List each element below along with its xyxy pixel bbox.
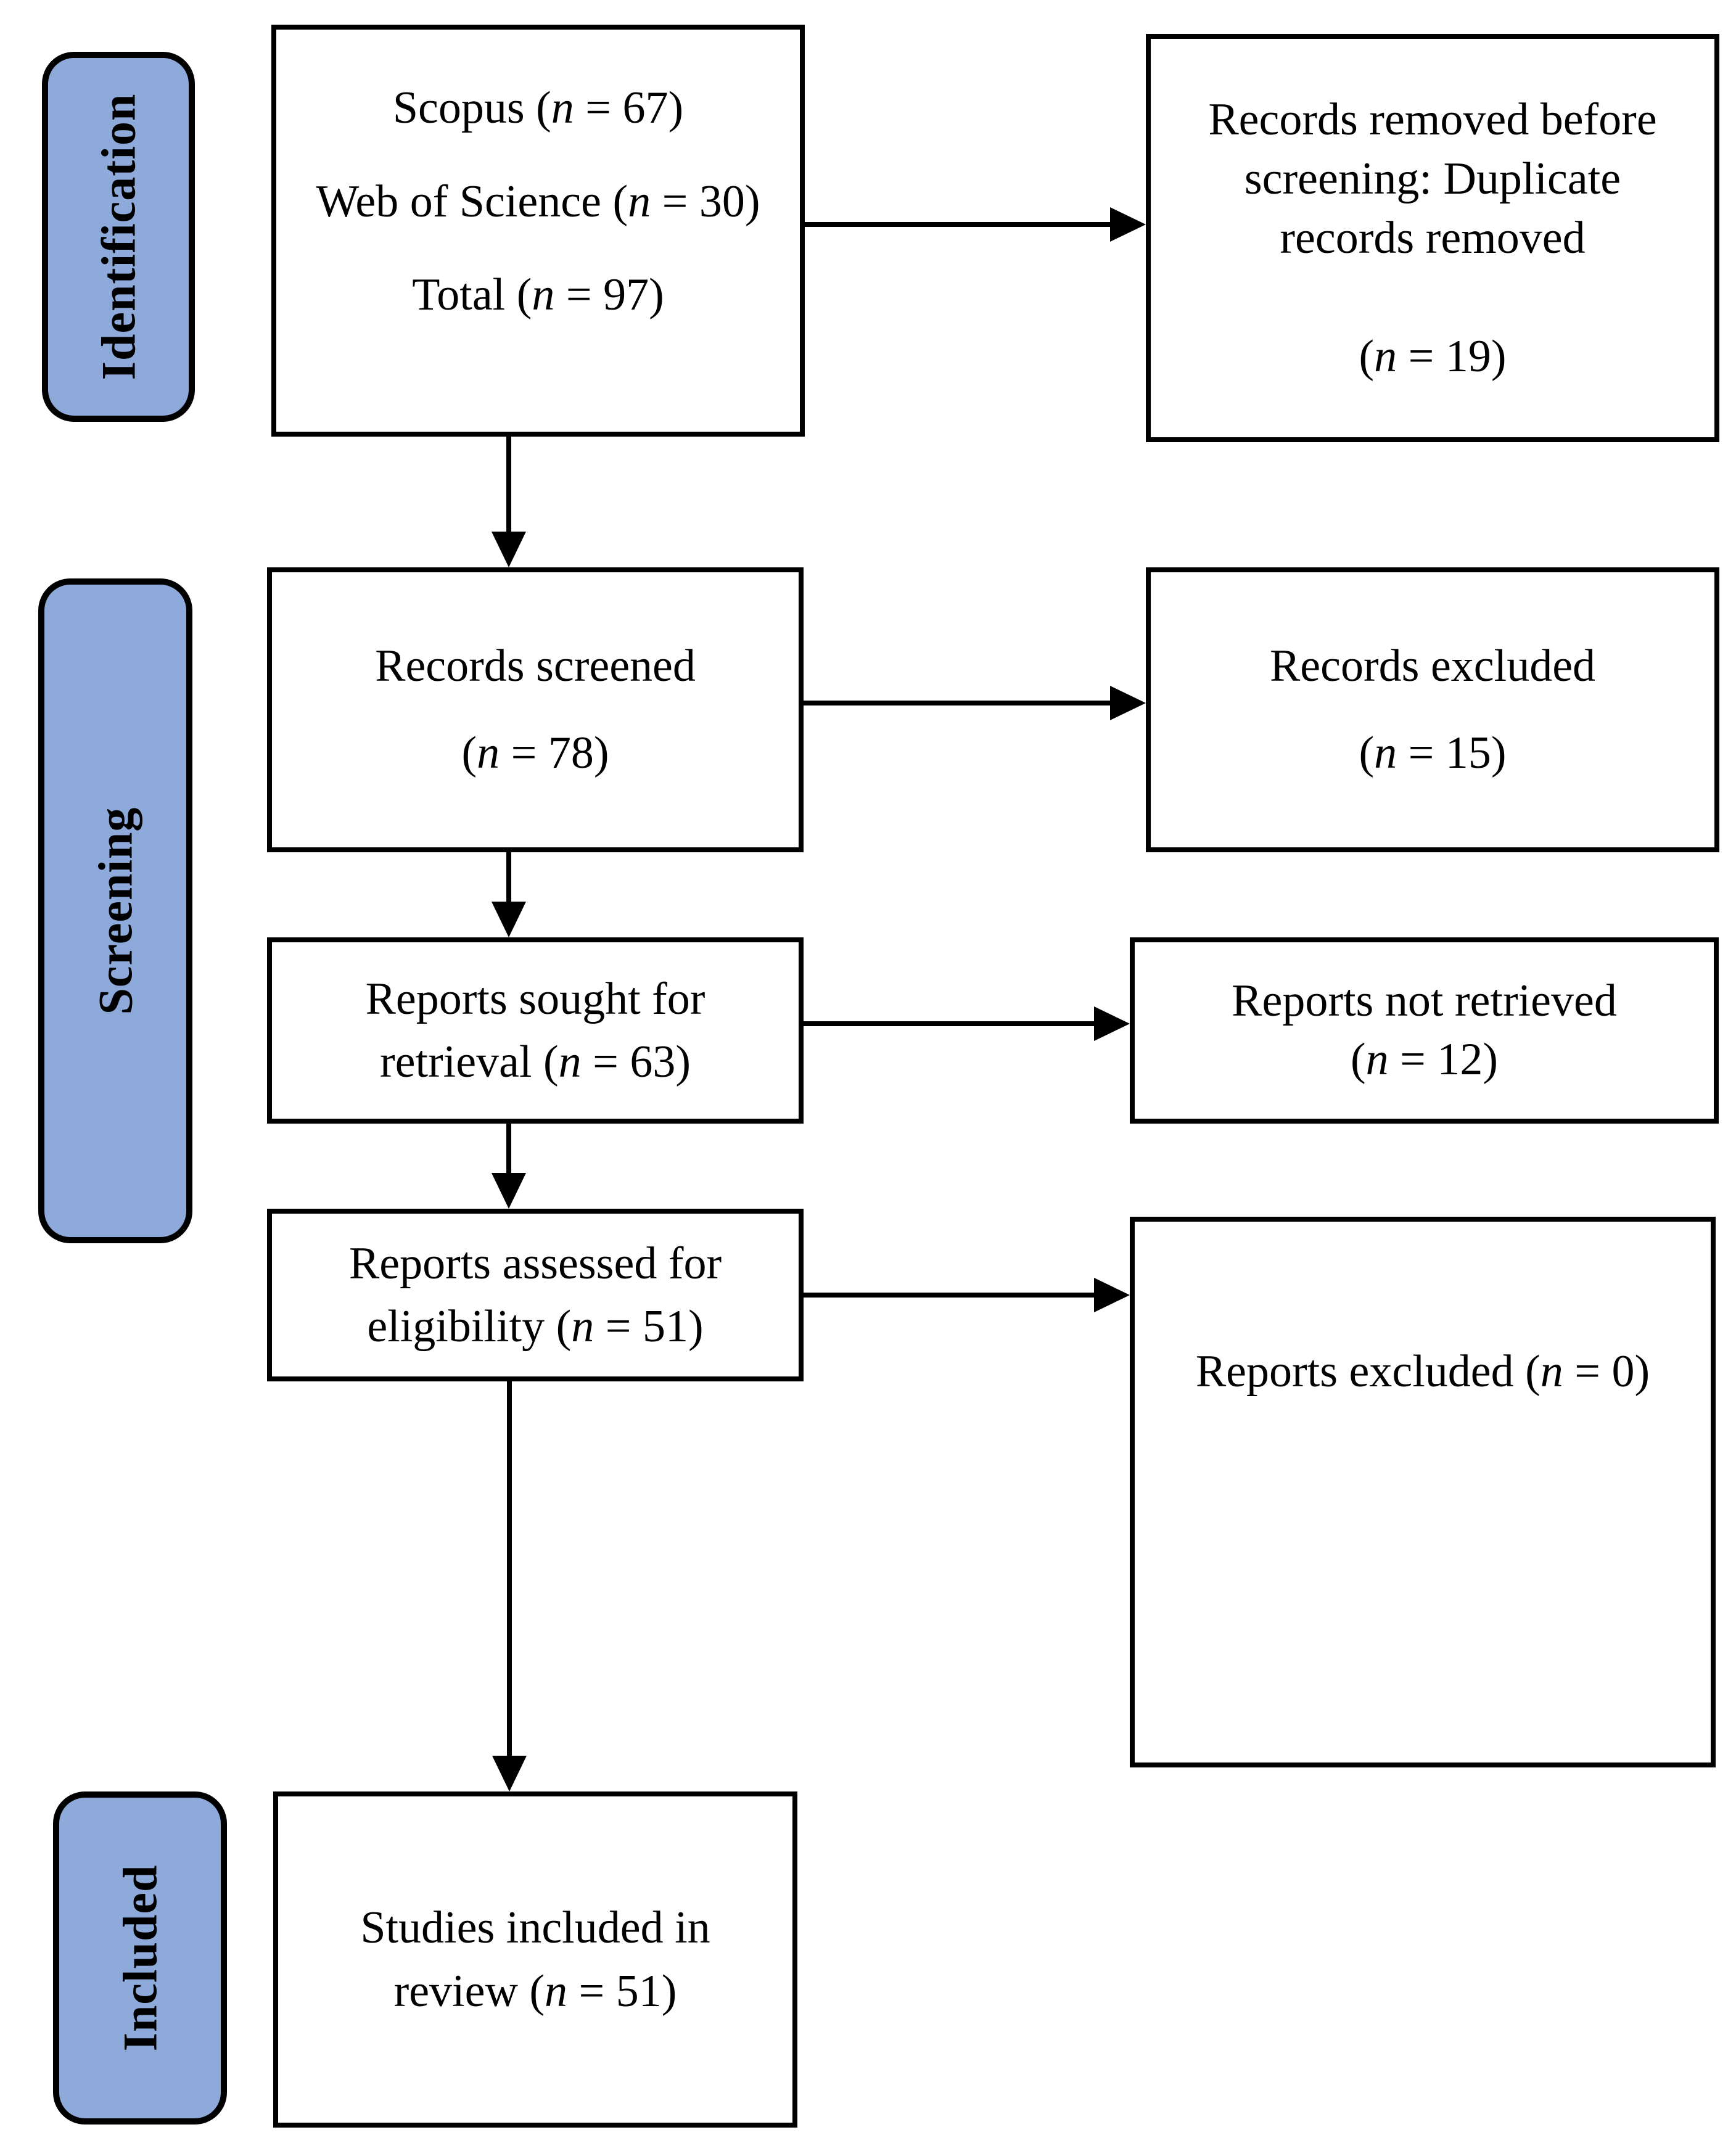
stage-label-identification: Identification <box>42 52 195 422</box>
stage-label-screening-text: Screening <box>88 807 142 1015</box>
stage-label-included: Included <box>53 1791 227 2124</box>
arrow-screened-to-excluded-line <box>802 701 1112 705</box>
box-reports-excluded-text: Reports excluded (n = 0) <box>1195 1346 1650 1397</box>
arrow-sought-to-not-retrieved-head <box>1094 1006 1130 1041</box>
box-reports-sought-text: Reports sought for retrieval (n = 63) <box>365 973 706 1087</box>
box-reports-sought: Reports sought for retrieval (n = 63) <box>267 937 804 1124</box>
arrow-assessed-to-included-line <box>507 1380 512 1758</box>
box-records-identified-text: Scopus (n = 67) Web of Science (n = 30) … <box>316 83 760 321</box>
arrow-assessed-to-reports-excluded-line <box>802 1293 1096 1298</box>
stage-label-included-text: Included <box>113 1864 167 2052</box>
arrow-assessed-to-reports-excluded-head <box>1094 1278 1130 1312</box>
box-reports-assessed: Reports assessed for eligibility (n = 51… <box>267 1209 804 1381</box>
arrow-assessed-to-included-head <box>492 1756 527 1791</box>
arrow-screened-to-sought-head <box>492 902 526 937</box>
arrow-identified-to-screened-head <box>492 532 526 567</box>
box-records-screened-text: Records screened (n = 78) <box>375 641 696 778</box>
arrow-screened-to-sought-line <box>506 851 511 905</box>
arrow-screened-to-excluded-head <box>1110 686 1146 720</box>
arrow-sought-to-assessed-head <box>492 1173 526 1209</box>
box-records-identified: Scopus (n = 67) Web of Science (n = 30) … <box>271 25 805 437</box>
arrow-sought-to-assessed-line <box>506 1122 511 1175</box>
box-records-excluded-text: Records excluded (n = 15) <box>1269 641 1596 778</box>
box-reports-assessed-text: Reports assessed for eligibility (n = 51… <box>348 1238 722 1352</box>
arrow-identified-to-removed-line <box>804 222 1112 227</box>
box-records-removed-before-screening-text: Records removed before screening: Duplic… <box>1208 94 1657 382</box>
box-records-removed-before-screening: Records removed before screening: Duplic… <box>1146 34 1719 442</box>
stage-label-screening: Screening <box>38 578 192 1243</box>
arrow-sought-to-not-retrieved-line <box>802 1021 1096 1026</box>
box-reports-excluded: Reports excluded (n = 0) <box>1130 1217 1716 1767</box>
box-studies-included: Studies included in review (n = 51) <box>273 1791 797 2128</box>
box-reports-not-retrieved: Reports not retrieved (n = 12) <box>1130 937 1719 1124</box>
arrow-identified-to-screened-line <box>506 435 511 535</box>
stage-label-identification-text: Identification <box>91 93 146 380</box>
box-records-excluded: Records excluded (n = 15) <box>1146 567 1719 852</box>
box-records-screened: Records screened (n = 78) <box>267 567 804 852</box>
box-studies-included-text: Studies included in review (n = 51) <box>360 1902 710 2017</box>
arrow-identified-to-removed-head <box>1110 207 1146 242</box>
box-reports-not-retrieved-text: Reports not retrieved (n = 12) <box>1232 976 1617 1085</box>
